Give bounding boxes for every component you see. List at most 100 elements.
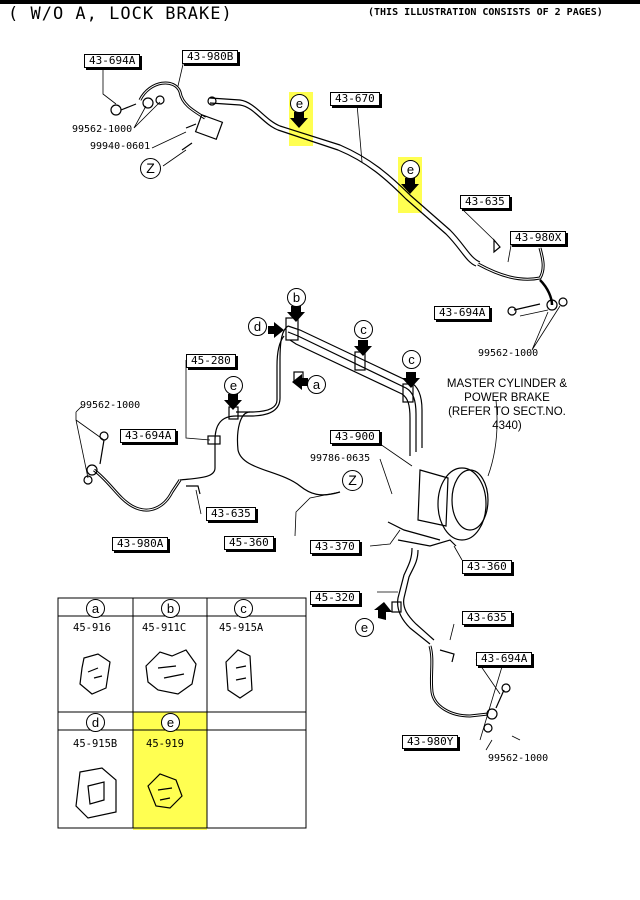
part-43-670: 43-670 [330, 92, 380, 106]
fitting-top-left [207, 96, 217, 106]
clip-b [285, 317, 299, 341]
part-43-980y: 43-980Y [402, 735, 459, 749]
num-99786-0635: 99786-0635 [310, 453, 371, 464]
callout-e-top1: e [290, 94, 309, 113]
hose-43-980a-b [93, 469, 181, 511]
part-43-370: 43-370 [310, 540, 360, 554]
fitting-left [86, 464, 98, 476]
num-99562-right: 99562-1000 [478, 348, 539, 359]
part-43-980x: 43-980X [510, 231, 567, 245]
clip-sketch-d [75, 767, 117, 819]
clip-sketch-b [145, 649, 197, 695]
clip-635-mid [186, 485, 201, 495]
part-43-694a-top: 43-694A [84, 54, 141, 68]
washer-top [142, 97, 154, 109]
washer-right [558, 297, 568, 307]
arrow-d [268, 322, 284, 338]
pipe-45-320-b [403, 549, 435, 641]
note-line-1: MASTER CYLINDER & [446, 378, 568, 390]
part-43-360: 43-360 [462, 560, 512, 574]
pipe-43-670 [209, 97, 481, 263]
junction-block-top [194, 114, 224, 140]
bolt-left [99, 439, 105, 465]
arrow-e-low [374, 602, 392, 620]
table-part-a: 45-916 [73, 622, 111, 634]
callout-c2: c [402, 350, 421, 369]
part-43-635-top: 43-635 [460, 195, 510, 209]
arrow-e-mid [224, 394, 242, 410]
washer-left [83, 475, 93, 485]
pages-note: (THIS ILLUSTRATION CONSISTS OF 2 PAGES) [368, 7, 603, 18]
bolt-shank-top [120, 103, 137, 111]
part-43-635-mid: 43-635 [206, 507, 256, 521]
table-letter-e: e [161, 713, 180, 732]
part-45-320: 45-320 [310, 591, 360, 605]
top-border [0, 0, 640, 4]
hose-43-980x-end [539, 279, 554, 306]
clip-sketch-e [147, 773, 183, 809]
part-43-694a-right: 43-694A [434, 306, 491, 320]
bolt-9940 [181, 123, 197, 151]
clip-e-low [391, 601, 402, 613]
part-43-694a-low: 43-694A [476, 652, 533, 666]
note-line-4: 4340) [492, 420, 522, 432]
bolt-low [495, 689, 505, 709]
leaders-top [102, 59, 561, 351]
note-line-3: (REFER TO SECT.NO. [448, 406, 566, 418]
callout-e-mid: e [224, 376, 243, 395]
pipe-45-360 [236, 411, 341, 496]
callout-a: a [307, 375, 326, 394]
table-letter-d: d [86, 713, 105, 732]
bolt-right [513, 303, 541, 311]
pipe-45-280 [179, 415, 237, 481]
pipe-43-370 [387, 521, 441, 541]
bolt-head-low [501, 683, 511, 693]
arrow-e-top2 [401, 178, 419, 194]
callout-b: b [287, 288, 306, 307]
part-45-280: 45-280 [186, 354, 236, 368]
master-cylinder-body [417, 469, 449, 527]
table-letter-a: a [86, 599, 105, 618]
part-45-360: 45-360 [224, 536, 274, 550]
table-letter-b: b [161, 599, 180, 618]
fitting-low [486, 708, 498, 720]
callout-e-top2: e [401, 160, 420, 179]
num-99562-bottom: 99562-1000 [488, 753, 549, 764]
washer-top-2 [155, 95, 165, 105]
part-43-980a: 43-980A [112, 537, 169, 551]
table-part-b: 45-911C [142, 622, 187, 634]
pipe-45-320 [397, 547, 431, 645]
arrow-c2 [402, 372, 420, 388]
hose-43-980x-b [477, 247, 544, 280]
arrow-a [292, 374, 308, 390]
clip-sketch-c [225, 649, 253, 699]
table-part-c: 45-915A [219, 622, 264, 634]
clip-635-top [493, 238, 501, 254]
callout-z-mid: Z [342, 470, 363, 491]
callout-c1: c [354, 320, 373, 339]
hose-43-980y-b [429, 645, 489, 717]
pipe-43-360 [397, 539, 457, 547]
master-cylinder-booster-face [451, 469, 489, 531]
arrow-e-top1 [290, 112, 308, 128]
part-43-900: 43-900 [330, 430, 380, 444]
fitting-right [546, 299, 558, 311]
table-letter-c: c [234, 599, 253, 618]
num-99562-left: 99562-1000 [80, 400, 141, 411]
num-99940-0601: 99940-0601 [90, 141, 151, 152]
clip-635-low [439, 649, 455, 663]
arrow-b [287, 306, 305, 322]
bolt-head-right [507, 306, 517, 316]
diagram-title: ( W/O A, LOCK BRAKE) [8, 4, 233, 24]
master-cylinder-note: MASTER CYLINDER & POWER BRAKE (REFER TO … [432, 377, 582, 433]
num-99562-top: 99562-1000 [72, 124, 133, 135]
part-43-635-low: 43-635 [462, 611, 512, 625]
callout-e-low: e [355, 618, 374, 637]
clip-sketch-a [79, 653, 111, 695]
callout-d: d [248, 317, 267, 336]
note-line-2: POWER BRAKE [464, 392, 550, 404]
pipe-vertical-left-b [236, 335, 285, 413]
pipe-vertical-left [236, 325, 289, 417]
